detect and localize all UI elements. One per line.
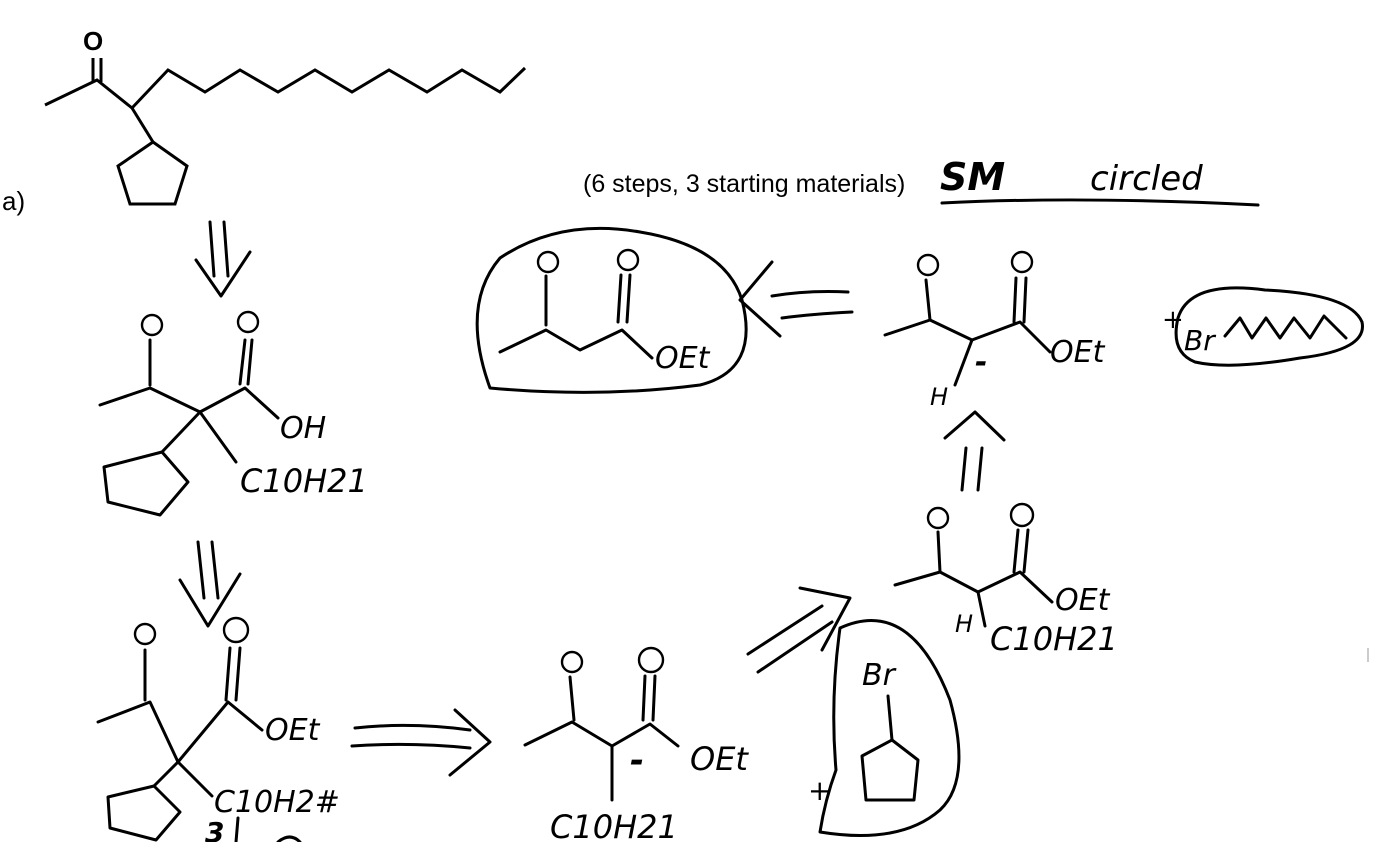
decyl-label-3: C10H21 [990, 620, 1118, 658]
underline [940, 198, 1260, 207]
decyl-label-1: C10H21 [240, 462, 368, 500]
enolate-ketone-oxygen [560, 650, 584, 674]
enolate-ester-oxygen [637, 646, 665, 674]
target-carbonyl-oxygen: O [83, 26, 103, 56]
ethoxy-label-6: OEt [655, 341, 711, 376]
bromine-label-1: Br [862, 658, 897, 693]
enolate-charge-2: - [975, 345, 987, 380]
dialkylated-keto-ester: OEt C10H2# 3 [96, 616, 340, 842]
part-label: a) [2, 186, 25, 216]
ketone-oxygen-5 [536, 250, 560, 274]
retro-arrow-up [943, 410, 1006, 492]
ester-oxygen-5 [616, 248, 640, 272]
ethoxy-label-4: OEt [1055, 583, 1111, 618]
enolate-charge: - [630, 741, 644, 781]
target-molecule: O [44, 26, 527, 206]
sm-circle-3 [475, 226, 748, 394]
ester-oxygen-2 [222, 616, 250, 644]
plus-sign-2: + [1162, 305, 1184, 335]
ethoxy-label-5: OEt [1050, 335, 1106, 370]
target-main-chain [44, 66, 527, 111]
decyl-label-enolate: C10H21 [550, 808, 678, 842]
bromine-label-2: Br [1184, 324, 1216, 357]
circled-label: circled [1090, 159, 1203, 199]
cyclopentyl-bromide-sm: Br [818, 619, 961, 837]
ketone-oxygen-4 [916, 253, 940, 277]
retro-arrow-down-2 [178, 540, 242, 628]
target-ring-bond [130, 107, 155, 143]
retro-arrow-right-1 [350, 708, 492, 777]
decyl-bromide-sm: Br [1174, 286, 1364, 367]
partial-label: 3 [205, 816, 224, 842]
decyl-keto-ester: OEt H C10H21 [893, 502, 1118, 658]
hydrogen-label-2: H [930, 383, 948, 411]
keto-acid-intermediate: OH C10H21 [98, 310, 368, 517]
target-cyclopentyl-ring [116, 140, 189, 206]
steps-note: (6 steps, 3 starting materials) [583, 170, 905, 198]
ethoxy-label-2: OEt [265, 713, 321, 748]
acid-oxygen [236, 310, 260, 334]
ketone-oxygen-2 [133, 622, 157, 646]
ethoxy-label-3: OEt [690, 740, 749, 778]
decyl-label-struck: C10H2# [214, 785, 340, 820]
ethyl-acetoacetate-sm: OEt [475, 226, 748, 394]
retro-arrow-up-right [746, 586, 852, 674]
hydroxyl-label: OH [280, 411, 326, 446]
retro-arrow-left [738, 260, 854, 338]
sm-circle-2 [1174, 286, 1364, 367]
decyl-enolate: OEt - C10H21 + [523, 646, 831, 842]
ketone-oxygen-3 [926, 506, 950, 530]
ketone-oxygen [140, 313, 164, 337]
sm-circle-1 [818, 619, 961, 837]
sm-label: SM [940, 155, 1005, 199]
ester-oxygen-3 [1009, 502, 1035, 528]
hydrogen-label-1: H [955, 610, 973, 638]
retro-arrow-down-1 [194, 220, 252, 298]
acetoacetate-enolate: OEt - H + [883, 250, 1184, 411]
ester-oxygen-4 [1010, 250, 1034, 274]
